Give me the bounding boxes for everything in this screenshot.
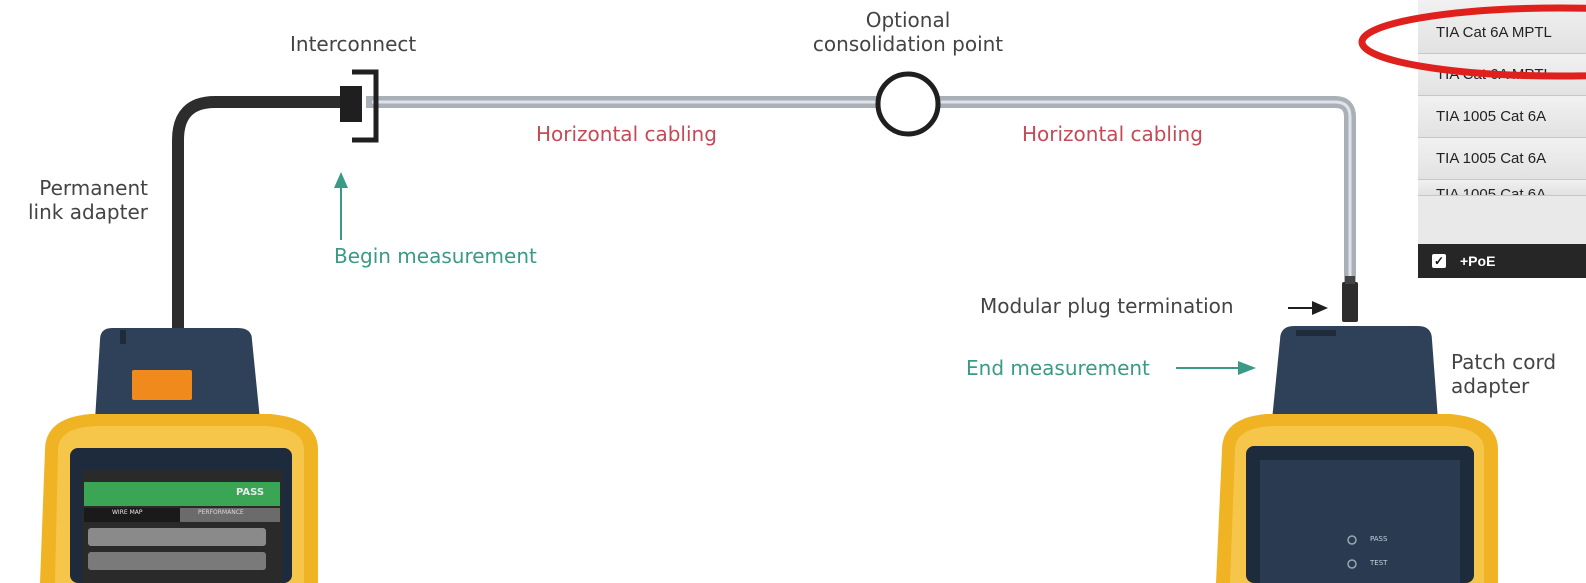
horizontal-cabling-left-label: Horizontal cabling	[536, 122, 717, 146]
limit-item[interactable]: TIA Cat 6A MPTL	[1418, 0, 1586, 54]
adapter-cable	[172, 96, 350, 330]
begin-measurement-label: Begin measurement	[334, 244, 537, 268]
interconnect-jack	[340, 69, 379, 143]
limit-item[interactable]: TIA 1005 Cat 6A	[1418, 96, 1586, 138]
left-tester	[40, 328, 318, 583]
permanent-link-label-line1: Permanent	[39, 176, 148, 200]
modular-arrow	[1288, 301, 1328, 315]
left-tester-tab-performance: PERFORMANCE	[198, 509, 244, 516]
limit-item[interactable]: TIA 1005 Cat 6A	[1418, 180, 1586, 196]
pass-led	[1347, 535, 1357, 545]
left-tester-tab-wiremap: WIRE MAP	[112, 509, 143, 516]
limit-item[interactable]: TIA 1005 Cat 6A	[1418, 138, 1586, 180]
patch-cord-label-line1: Patch cord	[1451, 350, 1557, 374]
right-tester-test-label: TEST	[1370, 559, 1388, 567]
right-tester	[1216, 326, 1498, 583]
test-limits-panel: TIA Cat 6A MPTL TIA Cat 6A MPTL TIA 1005…	[1418, 0, 1586, 278]
patch-cord-label: Patch cord adapter	[1451, 350, 1556, 398]
horizontal-cabling-right-label: Horizontal cabling	[1022, 122, 1203, 146]
permanent-link-label-line2: link adapter	[28, 200, 148, 224]
interconnect-label: Interconnect	[290, 32, 417, 56]
poe-checkbox[interactable]: ✓	[1432, 254, 1446, 268]
consolidation-label-line2: consolidation point	[812, 32, 1004, 56]
modular-plug-label: Modular plug termination	[980, 294, 1234, 318]
modular-plug	[1342, 276, 1358, 322]
consolidation-label: Optional consolidation point	[798, 8, 1018, 56]
consolidation-point	[875, 71, 941, 137]
test-led	[1347, 559, 1357, 569]
consolidation-label-line1: Optional	[865, 8, 951, 32]
left-tester-status: PASS	[236, 487, 265, 498]
end-measurement-label: End measurement	[966, 356, 1150, 380]
poe-label: +PoE	[1460, 253, 1496, 269]
permanent-link-label: Permanent link adapter	[26, 176, 148, 224]
end-arrow	[1176, 361, 1256, 375]
limit-item[interactable]: TIA Cat 6A MPTL	[1418, 54, 1586, 96]
right-tester-pass-label: PASS	[1370, 535, 1388, 543]
begin-arrow	[334, 172, 348, 240]
poe-option[interactable]: ✓ +PoE	[1418, 244, 1586, 278]
patch-cord-label-line2: adapter	[1451, 374, 1530, 398]
